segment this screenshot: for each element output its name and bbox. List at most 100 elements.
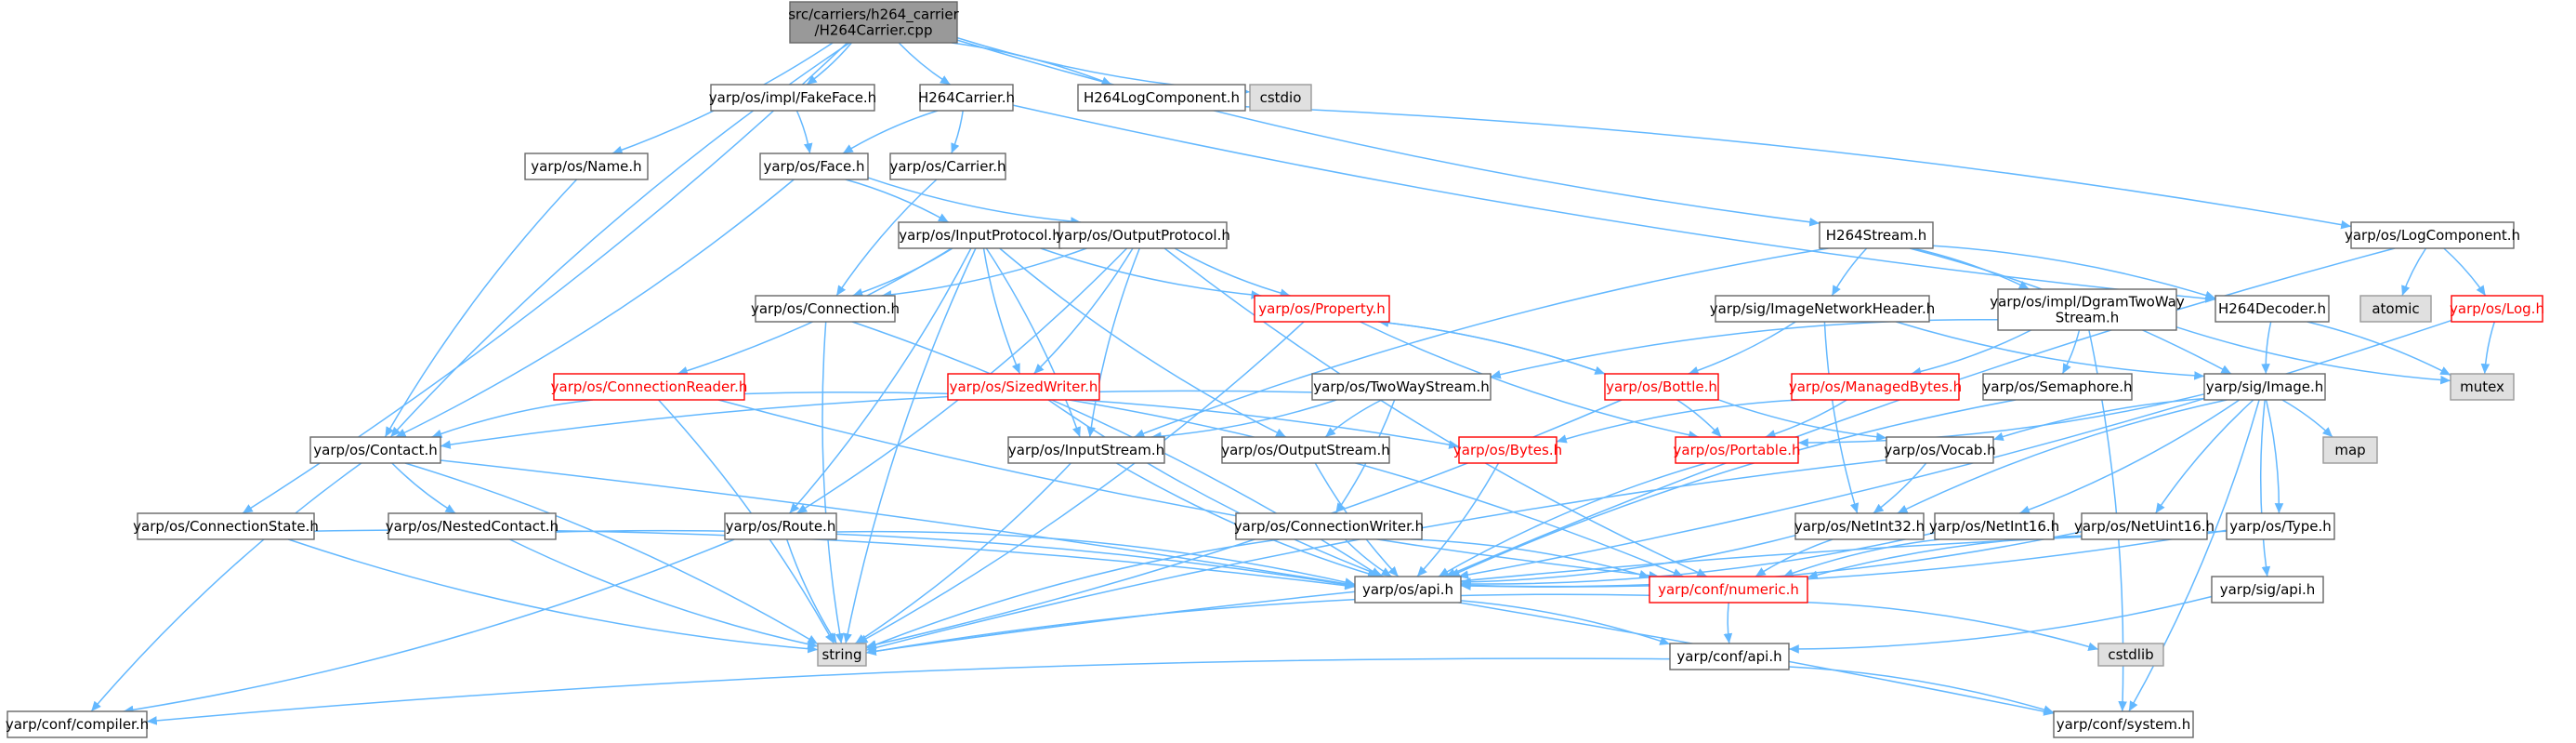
edge-connwriter-to-osapi <box>1344 538 1392 577</box>
node-h264logcomp[interactable]: H264LogComponent.h <box>1077 84 1246 112</box>
edge-h264logcomp-to-logcomponent <box>1244 105 2352 230</box>
node-h264stream-box <box>1819 221 1934 249</box>
node-bytes-label: yarp/os/Bytes.h <box>1453 442 1562 458</box>
node-portable[interactable]: yarp/os/Portable.h <box>1674 436 1801 464</box>
node-h264stream-label: H264Stream.h <box>1826 227 1926 244</box>
edge-nestedcontact-to-string <box>509 538 819 649</box>
node-face-box <box>759 153 869 180</box>
node-logcomponent[interactable]: yarp/os/LogComponent.h <box>2345 221 2520 249</box>
node-face[interactable]: yarp/os/Face.h <box>759 153 869 180</box>
node-bytes[interactable]: yarp/os/Bytes.h <box>1453 436 1562 464</box>
edge-numeric-to-cstdlib <box>1807 601 2099 651</box>
edge-dgram-to-semaphore <box>2061 329 2081 375</box>
node-numeric[interactable]: yarp/conf/numeric.h <box>1649 576 1808 604</box>
node-netuint16[interactable]: yarp/os/NetUint16.h <box>2074 512 2215 540</box>
node-h264stream[interactable]: H264Stream.h <box>1819 221 1934 249</box>
edge-sizedwriter-to-numeric <box>1069 399 1684 577</box>
node-type[interactable]: yarp/os/Type.h <box>2226 512 2335 540</box>
node-contact[interactable]: yarp/os/Contact.h <box>309 436 441 464</box>
edge-route-to-string <box>785 538 837 644</box>
node-carrier[interactable]: yarp/os/Carrier.h <box>889 153 1006 180</box>
node-sizedwriter[interactable]: yarp/os/SizedWriter.h <box>947 373 1100 401</box>
edge-netint16-to-numeric <box>1782 538 1940 577</box>
node-connstate[interactable]: yarp/os/ConnectionState.h <box>133 512 319 540</box>
node-contact-box <box>309 436 441 464</box>
node-netint32-box <box>1794 512 1925 540</box>
node-inputstream[interactable]: yarp/os/InputStream.h <box>1007 436 1165 464</box>
node-mutex-label: mutex <box>2460 378 2504 395</box>
node-root-label: /H264Carrier.cpp <box>815 22 933 39</box>
node-h264decoder-box <box>2215 295 2330 323</box>
node-image[interactable]: yarp/sig/Image.h <box>2203 373 2326 401</box>
node-property-box <box>1254 295 1390 323</box>
node-inputprotocol[interactable]: yarp/os/InputProtocol.h <box>898 221 1062 249</box>
node-route-label: yarp/os/Route.h <box>726 518 836 535</box>
edge-root-to-h264stream <box>956 39 1820 227</box>
edge-dgram-to-twoway <box>1490 318 1999 379</box>
node-bottle-label: yarp/os/Bottle.h <box>1606 378 1717 395</box>
node-netint16[interactable]: yarp/os/NetInt16.h <box>1929 512 2059 540</box>
edge-imgnethdr-to-netint32 <box>1823 321 1860 514</box>
node-root[interactable]: src/carriers/h264_carrier/H264Carrier.cp… <box>788 1 960 44</box>
node-inputprotocol-label: yarp/os/InputProtocol.h <box>899 227 1060 244</box>
node-log[interactable]: yarp/os/Log.h <box>2450 295 2544 323</box>
node-root-box <box>789 1 958 44</box>
node-outputstream[interactable]: yarp/os/OutputStream.h <box>1221 436 1390 464</box>
edge-image-to-netint16 <box>2018 399 2241 514</box>
edge-confapi-to-compiler <box>146 657 1671 725</box>
node-connection[interactable]: yarp/os/Connection.h <box>751 295 900 323</box>
node-imgnethdr[interactable]: yarp/sig/ImageNetworkHeader.h <box>1710 295 1936 323</box>
node-sizedwriter-box <box>947 373 1100 401</box>
node-bottle[interactable]: yarp/os/Bottle.h <box>1604 373 1719 401</box>
node-twoway[interactable]: yarp/os/TwoWayStream.h <box>1311 373 1492 401</box>
edge-connection-to-string <box>821 321 845 644</box>
node-managedbytes[interactable]: yarp/os/ManagedBytes.h <box>1789 373 1962 401</box>
node-osapi[interactable]: yarp/os/api.h <box>1354 576 1462 604</box>
node-outputprotocol-label: yarp/os/OutputProtocol.h <box>1056 227 1230 244</box>
node-compiler[interactable]: yarp/conf/compiler.h <box>6 710 149 738</box>
node-system[interactable]: yarp/conf/system.h <box>2053 710 2194 738</box>
node-connreader[interactable]: yarp/os/ConnectionReader.h <box>551 373 748 401</box>
node-fakeface-label: yarp/os/impl/FakeFace.h <box>709 89 876 106</box>
edge-contact-to-string <box>404 462 819 645</box>
node-nestedcontact-box <box>388 512 557 540</box>
node-netint32[interactable]: yarp/os/NetInt32.h <box>1794 512 1925 540</box>
node-sigapi[interactable]: yarp/sig/api.h <box>2211 576 2324 604</box>
node-confapi[interactable]: yarp/conf/api.h <box>1669 643 1790 670</box>
node-fakeface[interactable]: yarp/os/impl/FakeFace.h <box>709 84 876 112</box>
node-route[interactable]: yarp/os/Route.h <box>724 512 837 540</box>
node-outputstream-label: yarp/os/OutputStream.h <box>1221 442 1390 458</box>
node-connwriter-label: yarp/os/ConnectionWriter.h <box>1234 518 1424 535</box>
edge-vocab-to-netint32 <box>1873 462 1927 514</box>
edge-twoway-to-outputstream <box>1324 399 1383 438</box>
node-h264decoder[interactable]: H264Decoder.h <box>2215 295 2330 323</box>
node-log-box <box>2451 295 2543 323</box>
node-outputprotocol[interactable]: yarp/os/OutputProtocol.h <box>1056 221 1230 249</box>
node-h264carrier[interactable]: H264Carrier.h <box>918 84 1015 112</box>
edge-h264stream-to-h264decoder <box>1932 245 2216 300</box>
node-outputprotocol-box <box>1058 221 1228 249</box>
edge-numeric-to-string <box>865 593 1650 657</box>
node-semaphore[interactable]: yarp/os/Semaphore.h <box>1982 373 2133 401</box>
edge-inputprotocol-to-sizedwriter <box>982 247 1021 375</box>
node-property[interactable]: yarp/os/Property.h <box>1254 295 1390 323</box>
node-vocab[interactable]: yarp/os/Vocab.h <box>1884 436 1996 464</box>
edge-outputprotocol-to-property <box>1174 247 1291 298</box>
node-connwriter[interactable]: yarp/os/ConnectionWriter.h <box>1234 512 1424 540</box>
node-compiler-box <box>7 710 148 738</box>
node-nestedcontact[interactable]: yarp/os/NestedContact.h <box>386 512 559 540</box>
edge-outputprotocol-to-connection <box>881 247 1087 299</box>
edge-netint16-to-osapi <box>1460 532 1936 589</box>
node-managedbytes-label: yarp/os/ManagedBytes.h <box>1789 378 1962 395</box>
node-connwriter-box <box>1235 512 1423 540</box>
edge-bottle-to-vocab <box>1717 399 1887 442</box>
node-type-label: yarp/os/Type.h <box>2229 518 2332 535</box>
node-name[interactable]: yarp/os/Name.h <box>524 153 649 180</box>
edge-root-to-cstdio <box>956 36 1251 97</box>
edge-inputprotocol-to-outputstream <box>999 247 1287 438</box>
edge-semaphore-to-osapi <box>1449 399 2017 577</box>
node-h264logcomp-label: H264LogComponent.h <box>1084 89 1240 106</box>
edge-outputprotocol-to-sizedwriter <box>1032 247 1134 375</box>
edge-connstate-to-string <box>288 538 819 654</box>
